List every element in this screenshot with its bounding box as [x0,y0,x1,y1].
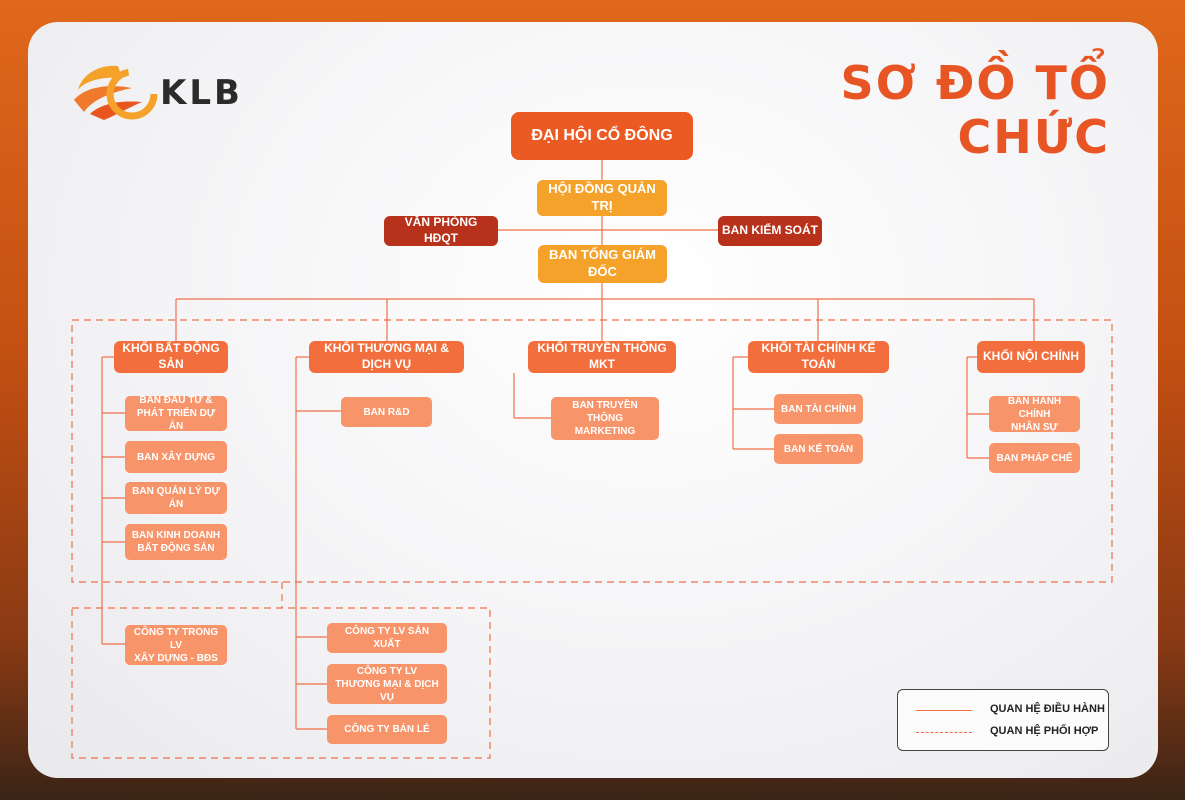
block-communication: KHỐI TRUYỀN THÔNG MKT [528,341,676,373]
company-retail: CÔNG TY BÁN LẺ [327,715,447,744]
legend-solid-line [916,710,972,711]
company-construction: CÔNG TY TRONG LV XÂY DỰNG - BĐS [125,625,227,665]
unit-hr-admin: BAN HÀNH CHÍNH NHÂN SỰ [989,396,1080,433]
block-finance: KHỐI TÀI CHÍNH KẾ TOÁN [748,341,889,373]
unit-accounting: BAN KẾ TOÁN [774,434,863,464]
legend-dashed-label: QUAN HỆ PHỐI HỢP [990,725,1099,737]
unit-real-estate-sales: BAN KINH DOANH BẤT ĐỘNG SẢN [125,524,227,560]
unit-marketing: BAN TRUYỀN THÔNG MARKETING [551,397,659,440]
unit-project-management: BAN QUẢN LÝ DỰ ÁN [125,482,227,514]
legend-solid-label: QUAN HỆ ĐIỀU HÀNH [990,703,1105,715]
unit-finance: BAN TÀI CHÍNH [774,394,863,424]
block-trade-service: KHỐI THƯƠNG MẠI & DỊCH VỤ [309,341,464,373]
legend-dashed-line [916,732,972,733]
company-trade-service: CÔNG TY LV THƯƠNG MẠI & DỊCH VỤ [327,664,447,704]
unit-construction: BAN XÂY DỰNG [125,441,227,473]
logo-text: KLB [160,73,243,113]
company-production: CÔNG TY LV SẢN XUẤT [327,623,447,653]
klb-logo-icon [74,65,158,120]
management-box: BAN TỔNG GIÁM ĐỐC [538,245,667,283]
board-box: HỘI ĐỒNG QUẢN TRỊ [537,180,667,216]
unit-legal: BAN PHÁP CHẾ [989,443,1080,473]
board-office-box: VĂN PHÒNG HĐQT [384,215,498,246]
block-real-estate: KHỐI BẤT ĐỘNG SẢN [114,341,228,373]
shareholders-box: ĐẠI HỘI CỔ ĐÔNG [511,112,693,160]
page-title: SƠ ĐỒ TỔ CHỨC [840,56,1110,164]
unit-rnd: BAN R&D [341,397,432,427]
legend: QUAN HỆ ĐIỀU HÀNH QUAN HỆ PHỐI HỢP [897,689,1109,751]
supervisory-box: BAN KIỂM SOÁT [718,216,822,246]
block-internal: KHỐI NỘI CHÍNH [977,341,1085,373]
unit-investment: BAN ĐẦU TƯ & PHÁT TRIỂN DỰ ÁN [125,395,227,432]
